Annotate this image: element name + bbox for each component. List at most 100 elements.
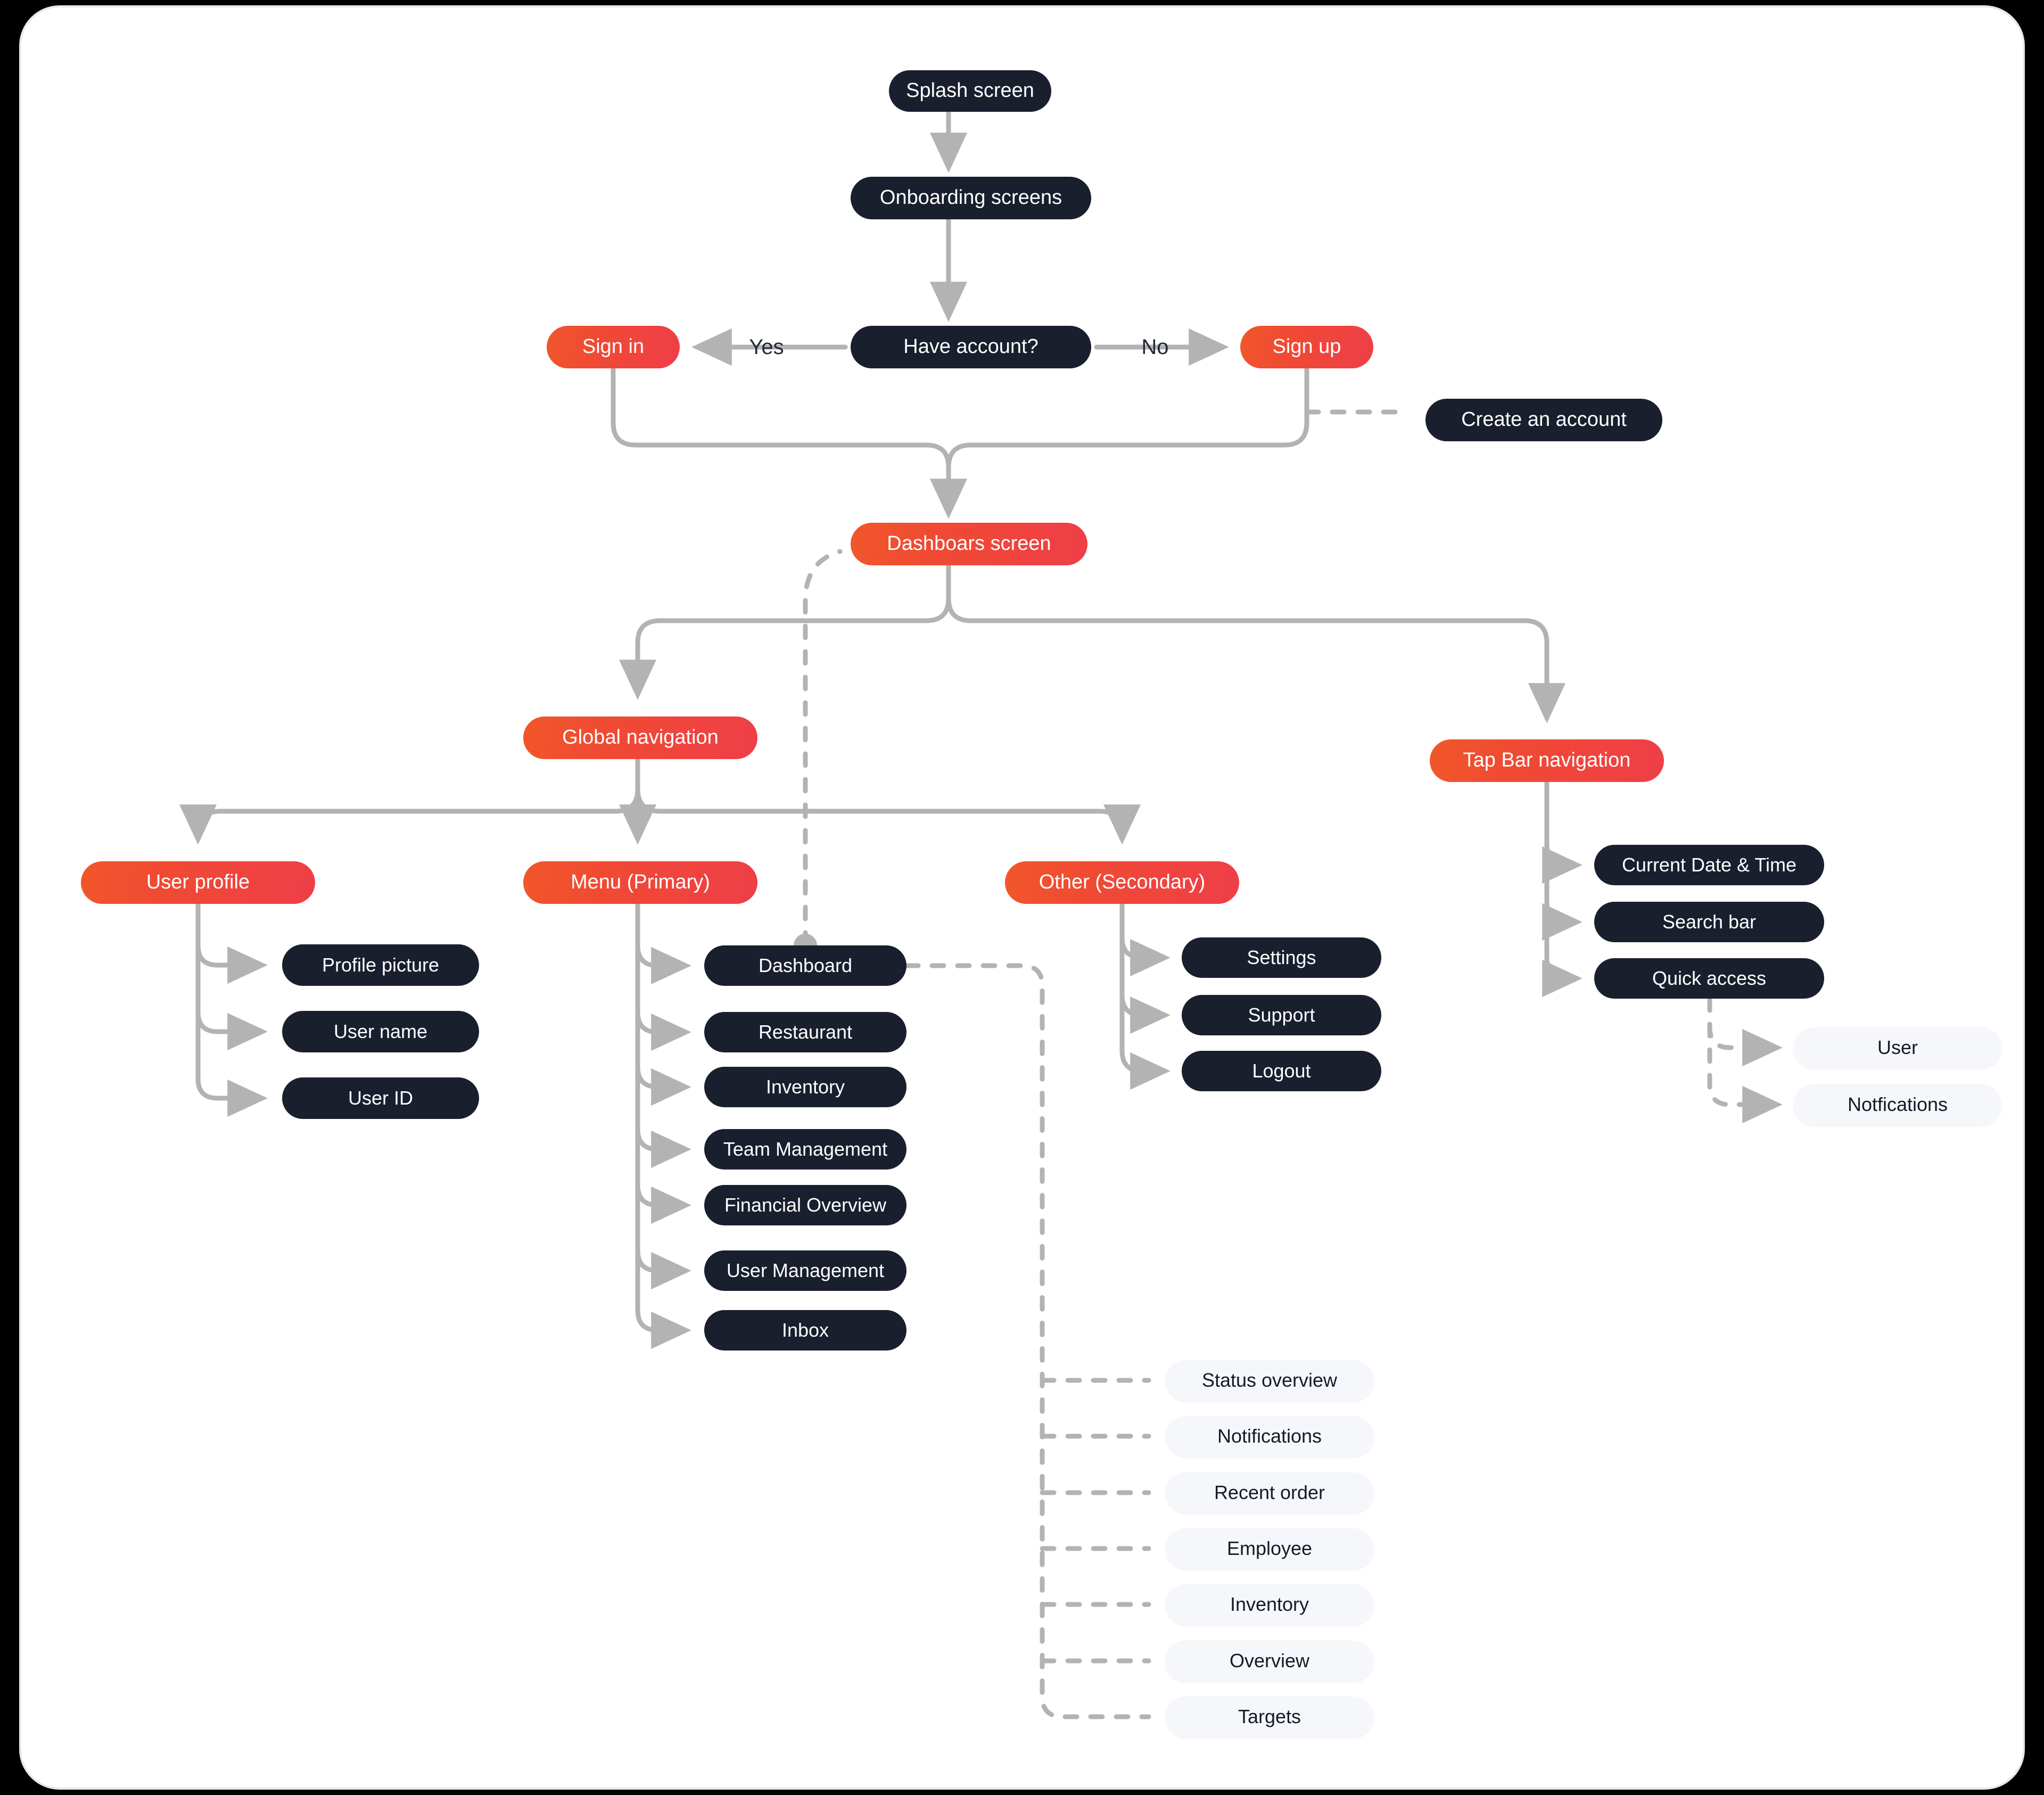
node-dashboard-notifications[interactable]: Notifications [1166,1416,1373,1456]
node-menu-financial-overview[interactable]: Financial Overview [704,1185,906,1225]
edge-signup-dashboards [929,366,1309,519]
edge-signin-dashboards [611,366,951,516]
node-quick-access-notifications[interactable]: Notfications [1794,1084,2001,1125]
edge-menu-restaurant [635,901,691,1051]
edge-userprofile-username [195,901,268,1051]
node-dashboard-inventory[interactable]: Inventory [1166,1584,1373,1625]
node-label: Recent order [1214,1481,1325,1504]
node-label: Other (Secondary) [1039,871,1206,894]
edge-label-no: No [1118,331,1192,363]
node-other-secondary[interactable]: Other (Secondary) [1005,861,1239,904]
node-create-an-account[interactable]: Create an account [1425,399,1662,441]
node-quick-access-user[interactable]: User [1794,1027,2001,1068]
node-label: Sign in [582,335,645,358]
node-menu-inventory[interactable]: Inventory [704,1067,906,1107]
node-employee[interactable]: Employee [1166,1528,1373,1569]
node-sign-up[interactable]: Sign up [1240,326,1373,368]
node-label: Notifications [1217,1425,1322,1447]
node-support[interactable]: Support [1182,995,1381,1035]
node-dashboards-screen[interactable]: Dashboars screen [851,523,1087,565]
node-menu-team-management[interactable]: Team Management [704,1129,906,1170]
edge-menu-usermgmt [635,901,691,1290]
node-label: Settings [1247,946,1316,969]
edge-tapbar-datetime [1542,779,1583,884]
node-menu-dashboard[interactable]: Dashboard [704,945,906,986]
node-label: Profile picture [322,954,440,976]
node-tap-bar-navigation[interactable]: Tap Bar navigation [1430,739,1664,782]
edge-userprofile-userid [195,901,268,1117]
node-label: Inbox [781,1319,829,1341]
node-label: Restaurant [758,1021,853,1043]
node-menu-inbox[interactable]: Inbox [704,1310,906,1351]
node-logout[interactable]: Logout [1182,1051,1381,1091]
node-label: Financial Overview [724,1194,887,1216]
edge-quickaccess-notifications [1707,996,1783,1124]
node-label: Global navigation [562,726,719,749]
node-label: User ID [348,1087,413,1109]
node-profile-picture[interactable]: Profile picture [282,944,479,986]
node-quick-access[interactable]: Quick access [1594,958,1824,999]
node-label: Sign up [1272,335,1341,358]
node-sign-in[interactable]: Sign in [547,326,680,368]
edge-menu-inbox [635,901,691,1349]
edge-dashboard-targets [904,963,1151,1719]
edge-label-yes-text: Yes [749,335,784,359]
node-label: Targets [1238,1706,1301,1728]
node-label: Team Management [723,1138,888,1160]
edge-menu-inventory [635,901,691,1106]
edge-quickaccess-user [1707,996,1783,1067]
node-current-date-time[interactable]: Current Date & Time [1594,845,1824,885]
node-targets[interactable]: Targets [1166,1697,1373,1737]
node-label: Have account? [903,335,1039,358]
node-label: User name [333,1020,428,1043]
node-settings[interactable]: Settings [1182,937,1381,978]
node-label: Status overview [1201,1369,1338,1391]
node-label: Overview [1229,1650,1310,1672]
node-global-navigation[interactable]: Global navigation [523,717,757,759]
node-label: Onboarding screens [879,186,1062,209]
node-label: Notfications [1847,1093,1948,1116]
edge-dashboards-globalnav [619,563,951,700]
node-onboarding-screens[interactable]: Onboarding screens [851,177,1091,219]
edge-other-settings [1119,901,1171,977]
node-label: User [1877,1036,1918,1059]
node-status-overview[interactable]: Status overview [1166,1360,1373,1401]
flowchart-canvas: Splash screen Onboarding screens Have ac… [21,7,2023,1788]
edge-dashboards-tapbar [946,563,1566,723]
node-label: Logout [1252,1060,1311,1082]
node-label: Splash screen [906,79,1034,102]
node-label: Quick access [1652,967,1767,990]
edge-tapbar-search [1542,779,1583,941]
node-recent-order[interactable]: Recent order [1166,1472,1373,1513]
edge-userprofile-profilepicture [195,901,268,984]
edge-menu-financial [635,901,691,1224]
edge-globalnav-userprofile [179,756,640,845]
node-label: Dashboard [758,954,853,977]
node-label: Create an account [1461,408,1627,431]
node-label: Support [1248,1004,1315,1026]
node-label: Search bar [1662,911,1757,933]
node-menu-primary[interactable]: Menu (Primary) [523,861,757,904]
node-search-bar[interactable]: Search bar [1594,902,1824,942]
node-overview[interactable]: Overview [1166,1641,1373,1681]
node-splash-screen[interactable]: Splash screen [889,70,1051,112]
node-label: Inventory [1230,1593,1309,1616]
node-user-profile[interactable]: User profile [81,861,315,904]
edge-label-yes: Yes [724,331,809,363]
node-label: Current Date & Time [1621,854,1797,876]
node-label: User profile [146,871,250,894]
node-label: Dashboars screen [887,532,1051,555]
node-label: User Management [726,1259,885,1282]
node-user-id[interactable]: User ID [282,1077,479,1119]
edge-dashboard-feedback [803,549,843,947]
node-menu-restaurant[interactable]: Restaurant [704,1012,906,1052]
edge-tapbar-quickaccess [1542,779,1583,998]
edge-menu-team [635,901,691,1168]
edge-label-no-text: No [1141,335,1169,359]
node-menu-user-management[interactable]: User Management [704,1250,906,1291]
node-label: Employee [1226,1537,1313,1560]
node-label: Menu (Primary) [571,871,710,894]
node-user-name[interactable]: User name [282,1011,479,1052]
node-have-account[interactable]: Have account? [851,326,1091,368]
edge-other-logout [1119,901,1171,1090]
